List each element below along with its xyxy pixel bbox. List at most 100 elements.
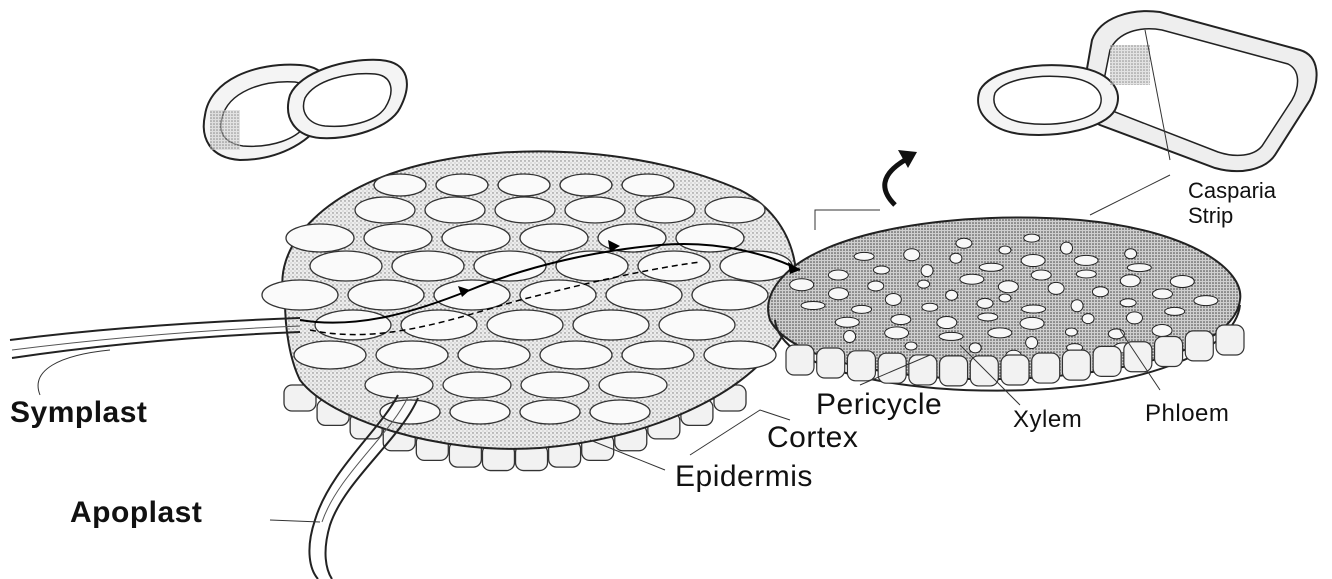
stele-cell [885,293,901,305]
stele-epidermis-cell [1093,346,1121,376]
stele-cell [1170,275,1194,287]
stele-cell [868,281,884,291]
stele-cell [1022,305,1046,313]
stele-epidermis-cell [1216,325,1244,355]
stele-epidermis-cell [786,345,814,375]
cortex-cell [622,341,694,369]
stele-cell [999,246,1011,254]
cortex-cell [704,341,776,369]
stele-cell [1082,314,1094,324]
pericycle-label: Pericycle [816,390,942,420]
stele-cell [921,265,933,277]
stele-cell [835,317,859,327]
stele-cell [1092,287,1108,297]
cortex-cell [443,372,511,398]
cortex-cell [573,310,649,340]
casparian-strip-label-line1: Casparia [1188,178,1276,203]
cortex-cell [376,341,448,369]
cortex-cell [521,372,589,398]
stele-cell [1194,296,1218,306]
cortex-cell [635,197,695,223]
cortex-cell [692,280,768,310]
stele-epidermis-cell [1001,355,1029,385]
xylem-label: Xylem [1013,408,1082,432]
cortex-cell [348,280,424,310]
cortex-cell [659,310,735,340]
stele-cell [937,317,957,329]
cortex-cell [392,251,464,281]
cortex-cell [520,400,580,424]
stele-cell [978,313,998,321]
stele-cell [956,238,972,248]
stele-epidermis-cell [1032,353,1060,383]
stele-cell [979,263,1003,271]
stele-cell [852,305,872,313]
stele-cell [1031,270,1051,280]
stele-cell [1065,328,1077,336]
stele-cell [1048,282,1064,294]
cortex-cell [315,310,391,340]
cortex-cell [310,251,382,281]
stele-cell [918,280,930,288]
stele-cell [1127,312,1143,324]
cortex-cell [520,224,588,252]
stele-cell [885,327,909,339]
stele-epidermis-cell [1062,350,1090,380]
stele-cell [828,270,848,280]
epidermis-label: Epidermis [675,462,813,492]
cortex-cell [458,341,530,369]
stele-epidermis-cell [847,351,875,381]
stele-cell [905,342,917,350]
casparian-strip-label-line2: Strip [1188,203,1276,228]
cortex-cell [487,310,563,340]
stele-cell [790,279,814,291]
cortex-cell [365,372,433,398]
stele-cell [1024,234,1040,242]
stele-epidermis-cell [909,355,937,385]
stele-cell [829,288,849,300]
stele-epidermis-cell [1155,337,1183,367]
cortex-cell [498,174,550,196]
cortex-cell [286,224,354,252]
stele-cell [1071,300,1083,312]
cortex-cell [495,197,555,223]
stele-cell [801,301,825,309]
cortex-cell [401,310,477,340]
stele-cell [950,253,962,263]
stele-cell [1021,255,1045,267]
cortex-cell [450,400,510,424]
cortex-label: Cortex [767,423,858,453]
stele-cell [1076,270,1096,278]
cortex-cell [540,341,612,369]
stele-cell [873,266,889,274]
cortex-cell [560,174,612,196]
stele-cell [1152,289,1172,299]
casparian-strip-label: Casparia Strip [1188,178,1276,229]
stele-cell [977,298,993,308]
stele-epidermis-cell [878,353,906,383]
cortex-cell [599,372,667,398]
stele-cell [1152,324,1172,336]
cortex-cell [622,174,674,196]
stele-epidermis-cell [940,356,968,386]
stele-cell [922,303,938,311]
stele-epidermis-cell [970,356,998,386]
stele-cell [1125,249,1137,259]
cortex-cell [364,224,432,252]
stele-cell [844,331,856,343]
cortex-cell [606,280,682,310]
stele-cell [1074,255,1098,265]
stele-epidermis-cell [1185,331,1213,361]
stele-cell [1026,337,1038,349]
symplast-root-hair [10,318,300,358]
cortex-cell [565,197,625,223]
symplast-label: Symplast [10,398,147,428]
cortex-cell [705,197,765,223]
cortex-cell [436,174,488,196]
stele-cell [1061,242,1073,254]
stele-epidermis-cell [817,348,845,378]
stele-cell [891,315,911,325]
cortex-cell [474,251,546,281]
apoplast-label: Apoplast [70,498,202,528]
stele-cell [960,274,984,284]
